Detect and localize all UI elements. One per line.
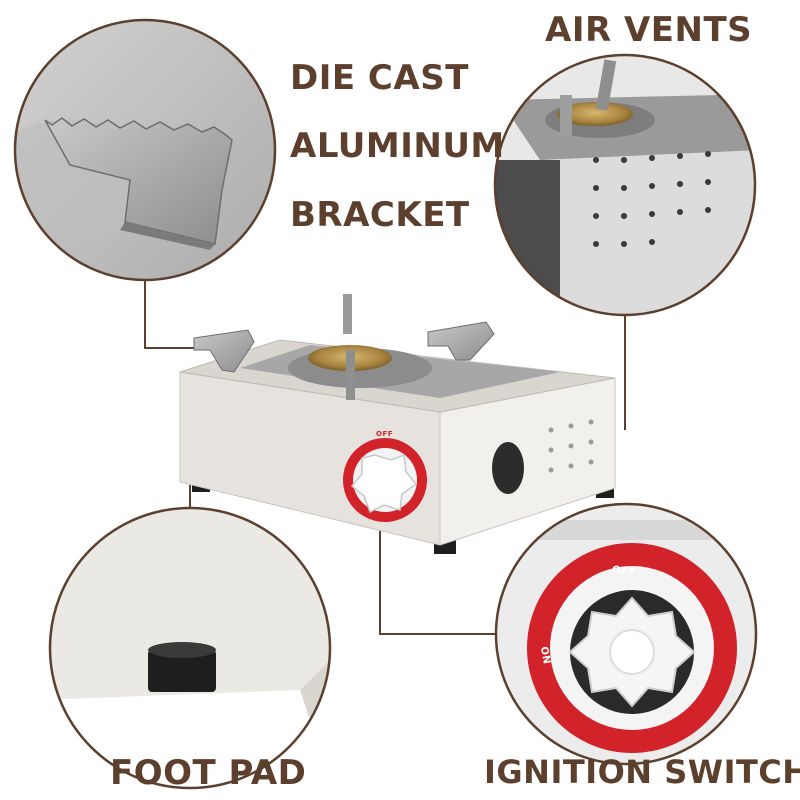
bracket-left [193,329,255,373]
rubber-foot [148,650,216,692]
ignition-callout-line [379,500,496,635]
die-cast-label-line2: ALUMINUM [290,126,505,166]
ignition-switch-label: IGNITION SWITCH [484,753,800,791]
ignition-detail-circle [494,502,758,766]
stove-knob-off-label: OFF [376,430,394,438]
foot-pad-label: FOOT PAD [110,753,307,793]
die-cast-label-line1: DIE CAST [290,58,469,98]
bracket-right [427,321,495,361]
burner-head [557,102,633,126]
air-vents-detail-circle [493,53,757,317]
bracket-front [346,350,355,400]
stove-product [179,294,616,554]
vent-holes [593,151,711,247]
bracket-back [343,294,352,334]
stove-knob [350,453,418,514]
bracket-detail-circle [13,18,277,282]
air-vents-label: AIR VENTS [545,10,753,50]
die-cast-label-line3: BRACKET [290,195,470,235]
foot-pad-detail-circle [48,506,332,790]
